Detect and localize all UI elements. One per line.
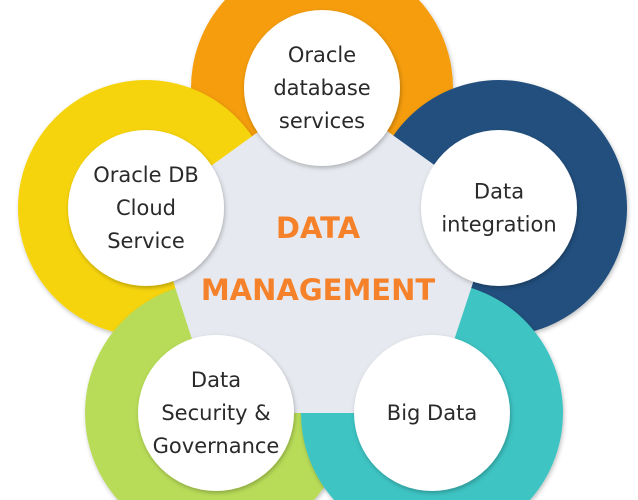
node-circle <box>68 130 224 286</box>
node-circle <box>138 335 294 491</box>
center-pentagon <box>150 85 497 413</box>
node-label-line: services <box>279 109 365 133</box>
node-label-line: Oracle <box>288 43 356 67</box>
node-circle <box>421 130 577 286</box>
node-data-integration: Data integration <box>421 130 577 286</box>
node-label-line: Cloud <box>116 196 176 220</box>
node-label-line: Service <box>107 229 185 253</box>
node-label-line: Big Data <box>387 401 477 425</box>
center-title-line2: MANAGEMENT <box>201 273 436 307</box>
node-label-line: Governance <box>153 434 280 458</box>
node-label-line: Oracle DB <box>93 163 199 187</box>
node-label-line: Data <box>191 368 241 392</box>
node-circle <box>354 335 510 491</box>
node-circle <box>244 10 400 166</box>
node-label-line: Data <box>474 180 524 204</box>
node-oracle-database-services: Oracle database services <box>244 10 400 166</box>
node-label-line: Security & <box>161 401 270 425</box>
node-big-data: Big Data <box>354 335 510 491</box>
node-label-line: database <box>273 76 370 100</box>
center-title-line1: DATA <box>276 211 361 245</box>
node-label-line: integration <box>441 213 556 237</box>
